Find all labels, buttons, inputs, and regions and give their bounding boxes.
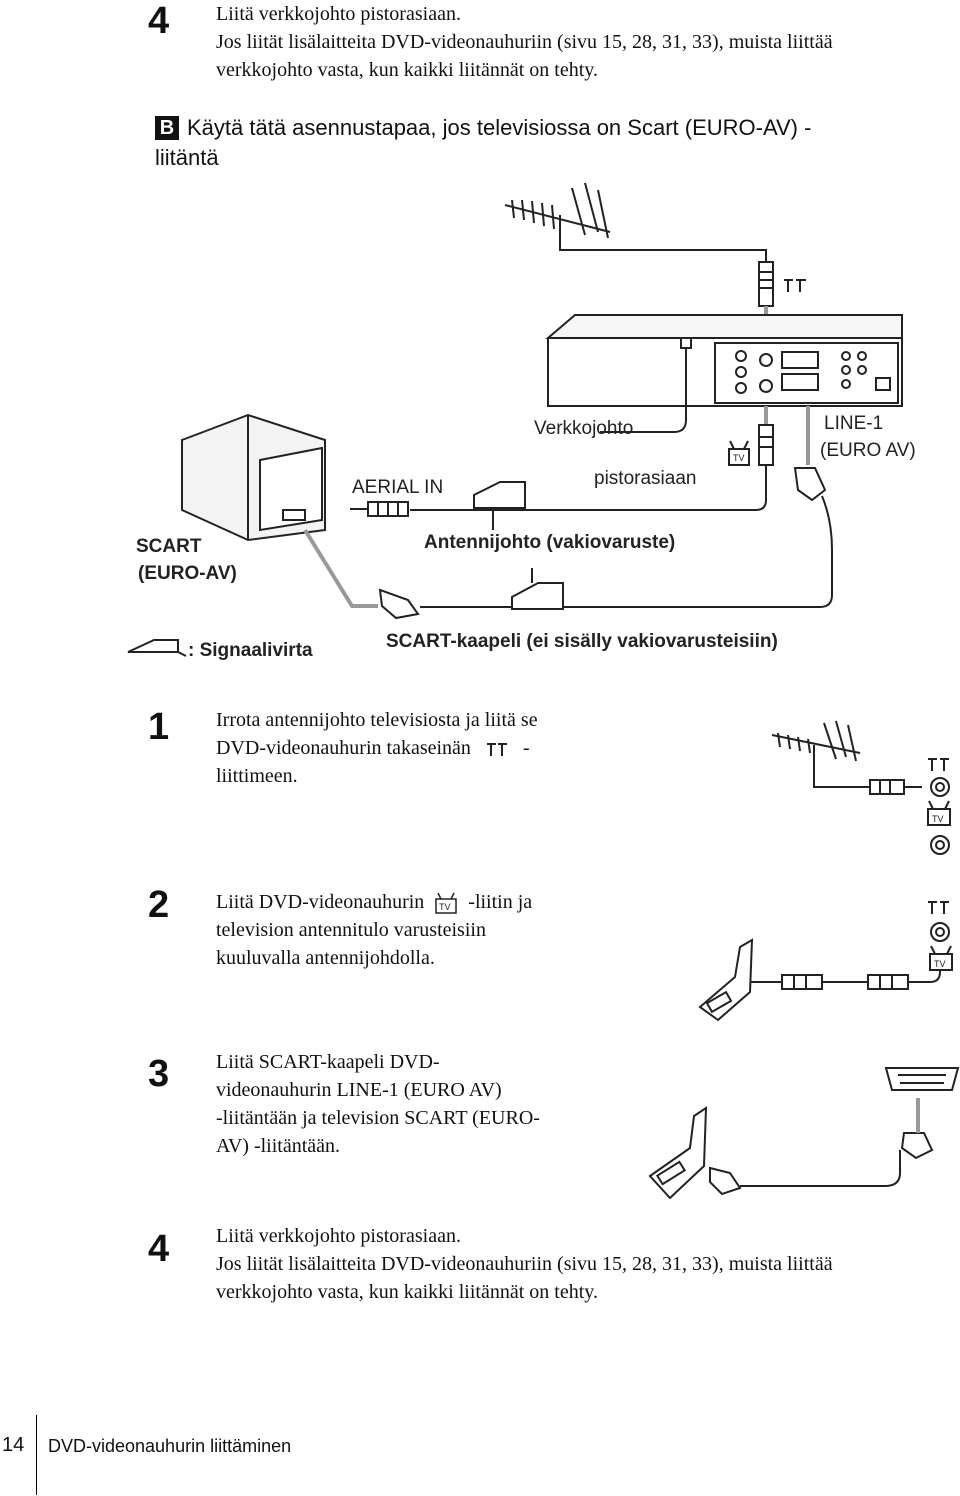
step-4-text: Liitä verkkojohto pistorasiaan. Jos liit… xyxy=(216,1222,833,1306)
label-aerial-in: AERIAL IN xyxy=(352,477,444,498)
footer-divider xyxy=(36,1415,37,1495)
step-3-illustration xyxy=(648,1067,960,1200)
tv-icon-text-3: TV xyxy=(934,959,946,969)
label-signaalivirta: : Signaalivirta xyxy=(188,640,313,661)
svg-text:TV: TV xyxy=(733,453,745,463)
label-scart-kaapeli: SCART-kaapeli (ei sisälly vakiovarusteis… xyxy=(386,631,778,652)
step-1-illustration: TV xyxy=(771,720,951,855)
step-2-line3: kuuluvalla antennijohdolla. xyxy=(216,947,435,969)
step-3-line4: AV) -liitäntään. xyxy=(216,1135,341,1157)
label-scart-sub: (EURO-AV) xyxy=(138,563,237,584)
step-2-line1a: Liitä DVD-videonauhurin xyxy=(216,891,425,913)
step-1-line2a: DVD-videonauhurin takaseinän xyxy=(216,737,471,759)
step-1-line2b: - xyxy=(522,737,530,759)
step-1-text: Irrota antennijohto televisiosta ja liit… xyxy=(216,706,538,790)
section-badge: B xyxy=(155,116,179,140)
step-3-line3: -liitäntään ja television SCART (EURO- xyxy=(216,1107,540,1129)
step-1-line3: liittimeen. xyxy=(216,765,298,787)
footer-title: DVD-videonauhurin liittäminen xyxy=(48,1436,292,1456)
step-4-number: 4 xyxy=(148,1228,170,1270)
section-title-line2: liitäntä xyxy=(155,145,219,170)
label-antennijohto: Antennijohto (vakiovaruste) xyxy=(424,532,676,553)
label-pistorasiaan: pistorasiaan xyxy=(594,468,697,489)
vcr-body xyxy=(545,314,903,433)
label-line1: LINE-1 xyxy=(824,413,884,434)
step-2-number: 2 xyxy=(148,884,170,926)
top-step-line3: verkkojohto vasta, kun kaikki liitännät … xyxy=(216,59,598,81)
step-2-illustration: TV xyxy=(698,901,953,1022)
top-step-line1: Liitä verkkojohto pistorasiaan. xyxy=(216,3,461,25)
step-2-line1b: -liitin ja xyxy=(468,891,533,913)
section-title-line1: Käytä tätä asennustapaa, jos televisioss… xyxy=(187,115,812,140)
antenna-in-icon xyxy=(486,743,507,757)
step-1-number: 1 xyxy=(148,706,170,748)
step-4-line1: Liitä verkkojohto pistorasiaan. xyxy=(216,1225,461,1247)
top-step-line2: Jos liität lisälaitteita DVD-videonauhur… xyxy=(216,31,833,53)
section-heading: B Käytä tätä asennustapaa, jos televisios… xyxy=(155,113,811,173)
label-verkkojohto: Verkkojohto xyxy=(534,418,634,439)
label-line1-sub: (EURO AV) xyxy=(820,440,916,461)
step-3-text: Liitä SCART-kaapeli DVD- videonauhurin L… xyxy=(216,1048,540,1160)
tv-icon-text-1: TV xyxy=(932,814,944,824)
step-1-line1: Irrota antennijohto televisiosta ja liit… xyxy=(216,709,538,731)
step-4-line2: Jos liität lisälaitteita DVD-videonauhur… xyxy=(216,1253,833,1275)
step-2-text: Liitä DVD-videonauhurin TV -liitin ja te… xyxy=(216,888,532,972)
step-3-line1: Liitä SCART-kaapeli DVD- xyxy=(216,1051,440,1073)
tv-set xyxy=(181,413,326,542)
step-4-line3: verkkojohto vasta, kun kaikki liitännät … xyxy=(216,1281,598,1303)
step-3-line2: videonauhurin LINE-1 (EURO AV) xyxy=(216,1079,502,1101)
page-number: 14 xyxy=(2,1434,25,1456)
top-step-number: 4 xyxy=(148,0,170,42)
label-scart: SCART xyxy=(136,536,202,557)
tv-out-icon: TV xyxy=(435,893,458,915)
antenna-icon xyxy=(504,182,767,262)
connection-diagram: TV xyxy=(127,182,903,657)
top-step-text: Liitä verkkojohto pistorasiaan. Jos liit… xyxy=(216,0,833,84)
step-3-number: 3 xyxy=(148,1053,170,1095)
step-2-line2: television antennitulo varusteisiin xyxy=(216,919,486,941)
tv-icon-text-2: TV xyxy=(439,902,451,912)
